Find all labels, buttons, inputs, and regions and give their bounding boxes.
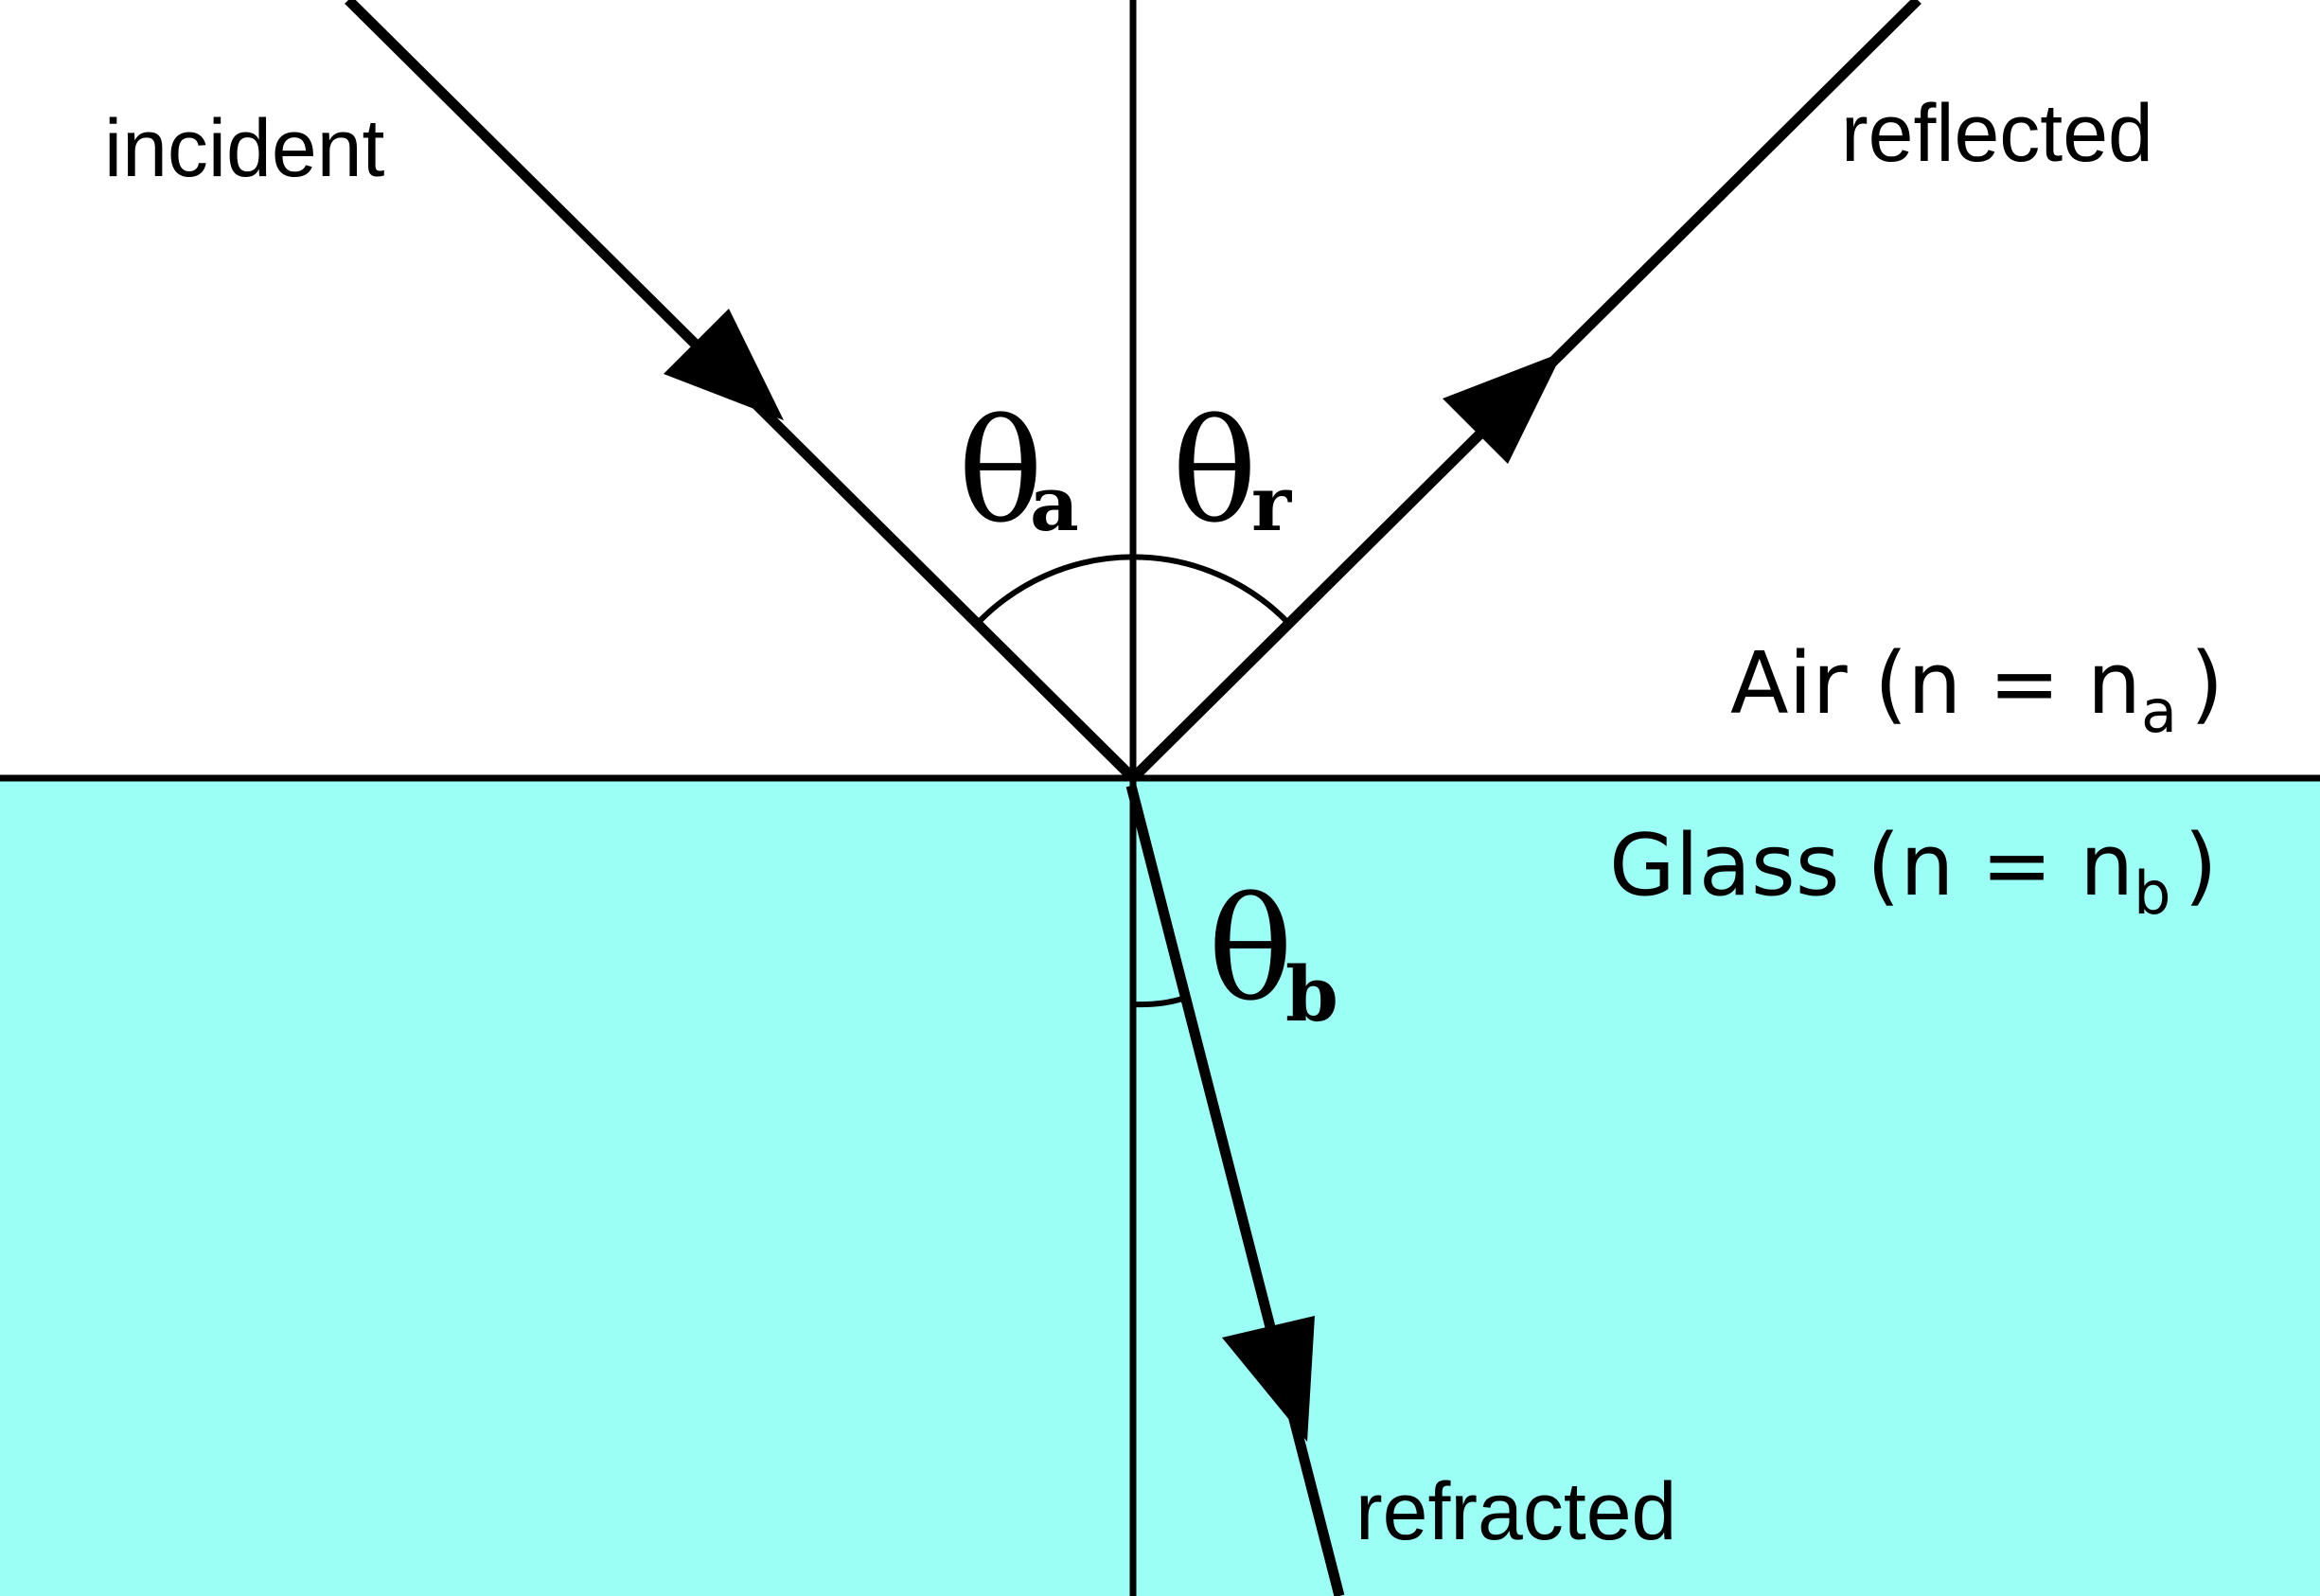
theta-b-symbol: θ xyxy=(1208,868,1293,1033)
refracted-label: refracted xyxy=(1355,1466,1676,1557)
air-label-subscript: a xyxy=(2141,677,2177,746)
incident-label: incident xyxy=(104,103,385,194)
glass-medium-label: Glass (n = nb) xyxy=(1609,816,2218,928)
theta-r-symbol: θ xyxy=(1172,390,1257,555)
theta-a-label: θ a xyxy=(958,390,1079,555)
incident-arrowhead xyxy=(664,309,784,420)
glass-label-close: ) xyxy=(2184,816,2217,915)
reflected-arrowhead xyxy=(1443,352,1563,464)
refracted-ray xyxy=(1125,784,1345,1596)
reflected-label: reflected xyxy=(1841,88,2153,179)
theta-b-subscript: b xyxy=(1285,949,1338,1038)
refracted-arrowhead xyxy=(1222,1316,1315,1442)
angle-arc-a-r xyxy=(977,554,1289,624)
theta-b-label: θ b xyxy=(1208,868,1338,1038)
air-medium-label: Air (n = na) xyxy=(1730,634,2223,746)
theta-a-symbol: θ xyxy=(958,390,1043,555)
theta-a-subscript: a xyxy=(1030,459,1079,548)
air-label-main: Air (n = n xyxy=(1730,634,2141,734)
air-region xyxy=(0,0,2320,778)
glass-label-main: Glass (n = n xyxy=(1609,816,2134,915)
theta-r-subscript: r xyxy=(1251,459,1292,548)
glass-label-subscript: b xyxy=(2134,859,2170,928)
angle-arc-b xyxy=(1132,996,1183,1008)
air-label-close: ) xyxy=(2190,634,2223,734)
theta-r-label: θ r xyxy=(1172,390,1292,555)
